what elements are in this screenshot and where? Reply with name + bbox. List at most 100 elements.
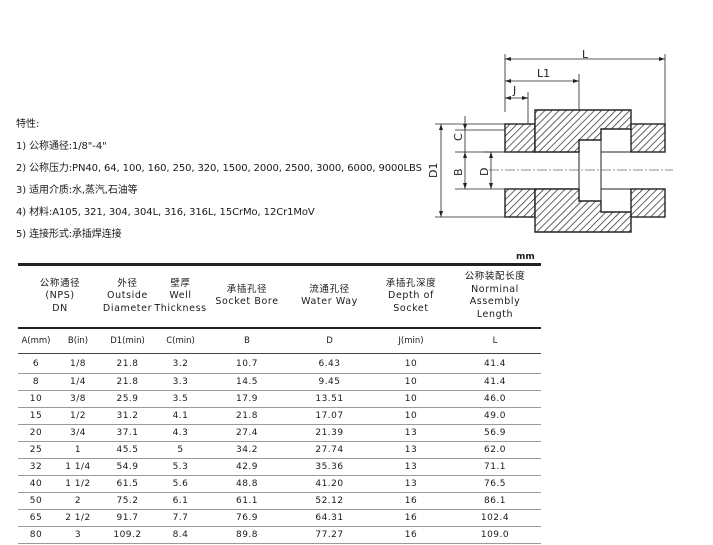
table-cell: 64.31: [286, 509, 373, 527]
table-cell: 21.39: [286, 424, 373, 442]
table-cell: 10: [373, 373, 449, 391]
subheader-cell: A(mm): [18, 326, 54, 354]
table-cell: 35.36: [286, 458, 373, 476]
header-assembly-length: 公称装配长度 Norminal Assembly Length: [449, 263, 541, 328]
table-cell: 10.7: [208, 353, 286, 374]
table-cell: 41.20: [286, 475, 373, 493]
table-cell: 91.7: [102, 509, 153, 527]
subheader-cell: B: [208, 326, 286, 354]
table-cell: 27.74: [286, 441, 373, 459]
header-outside-diameter: 外径 Outside Diameter: [102, 263, 153, 328]
table-header-row: 公称通径 (NPS) DN 外径 Outside Diameter 壁厚 Wel…: [18, 263, 541, 328]
feature-item-size: 1) 公称通径:1/8"-4": [16, 141, 107, 152]
dim-label-L: L: [582, 48, 589, 61]
table-cell: 13: [373, 475, 449, 493]
table-cell: 5.6: [153, 475, 208, 493]
table-cell: 86.1: [449, 492, 541, 510]
table-cell: 71.1: [449, 458, 541, 476]
table-cell: 10: [18, 390, 54, 408]
table-cell: 109.0: [449, 526, 541, 544]
header-socket-depth: 承插孔深度 Depth of Socket: [373, 263, 449, 328]
table-cell: 13: [373, 441, 449, 459]
feature-item-medium: 3) 适用介质:水,蒸汽,石油等: [16, 185, 138, 196]
table-cell: 54.9: [102, 458, 153, 476]
dim-label-C: C: [452, 133, 465, 141]
table-cell: 21.8: [208, 407, 286, 425]
table-cell: 75.2: [102, 492, 153, 510]
table-cell: 3/8: [54, 390, 102, 408]
table-cell: 10: [373, 353, 449, 374]
table-cell: 80: [18, 526, 54, 544]
unit-label: mm: [516, 252, 535, 262]
table-cell: 25: [18, 441, 54, 459]
dim-label-D: D: [478, 168, 491, 176]
table-cell: 62.0: [449, 441, 541, 459]
table-cell: 1 1/2: [54, 475, 102, 493]
table-cell: 20: [18, 424, 54, 442]
table-cell: 2 1/2: [54, 509, 102, 527]
table-cell: 3: [54, 526, 102, 544]
table-cell: 46.0: [449, 390, 541, 408]
feature-item-material: 4) 材料:A105, 321, 304, 304L, 316, 316L, 1…: [16, 207, 315, 218]
table-cell: 49.0: [449, 407, 541, 425]
table-cell: 1/2: [54, 407, 102, 425]
table-cell: 16: [373, 492, 449, 510]
table-cell: 2: [54, 492, 102, 510]
table-cell: 17.07: [286, 407, 373, 425]
table-cell: 6.43: [286, 353, 373, 374]
table-cell: 37.1: [102, 424, 153, 442]
table-cell: 3.3: [153, 373, 208, 391]
subheader-cell: L: [449, 326, 541, 354]
header-wall-thickness: 壁厚 Well Thickness: [153, 263, 208, 328]
table-cell: 5: [153, 441, 208, 459]
table-cell: 9.45: [286, 373, 373, 391]
table-cell: 1/8: [54, 353, 102, 374]
subheader-cell: B(in): [54, 326, 102, 354]
table-cell: 45.5: [102, 441, 153, 459]
table-cell: 32: [18, 458, 54, 476]
table-cell: 8: [18, 373, 54, 391]
table-cell: 76.5: [449, 475, 541, 493]
table-cell: 41.4: [449, 353, 541, 374]
table-cell: 61.5: [102, 475, 153, 493]
table-cell: 13: [373, 458, 449, 476]
table-cell: 17.9: [208, 390, 286, 408]
header-nominal-size: 公称通径 (NPS) DN: [18, 263, 102, 328]
table-cell: 6: [18, 353, 54, 374]
table-cell: 1: [54, 441, 102, 459]
table-cell: 25.9: [102, 390, 153, 408]
table-cell: 4.3: [153, 424, 208, 442]
table-cell: 109.2: [102, 526, 153, 544]
table-subheader-row: A(mm) B(in) D1(min) C(min) B D J(min) L: [18, 326, 541, 354]
feature-item-pressure: 2) 公称压力:PN40, 64, 100, 160, 250, 320, 15…: [16, 163, 422, 174]
table-cell: 10: [373, 390, 449, 408]
table-cell: 16: [373, 526, 449, 544]
dim-label-B: B: [452, 168, 465, 176]
table-cell: 4.1: [153, 407, 208, 425]
table-cell: 48.8: [208, 475, 286, 493]
table-cell: 6.1: [153, 492, 208, 510]
header-water-way: 流通孔径 Water Way: [286, 263, 373, 328]
table-cell: 42.9: [208, 458, 286, 476]
subheader-cell: D: [286, 326, 373, 354]
table-cell: 41.4: [449, 373, 541, 391]
table-cell: 102.4: [449, 509, 541, 527]
header-socket-bore: 承插孔径 Socket Bore: [208, 263, 286, 328]
feature-item-connection: 5) 连接形式:承插焊连接: [16, 229, 122, 240]
table-cell: 3/4: [54, 424, 102, 442]
table-cell: 1 1/4: [54, 458, 102, 476]
subheader-cell: J(min): [373, 326, 449, 354]
table-cell: 13: [373, 424, 449, 442]
table-cell: 15: [18, 407, 54, 425]
subheader-cell: D1(min): [102, 326, 153, 354]
